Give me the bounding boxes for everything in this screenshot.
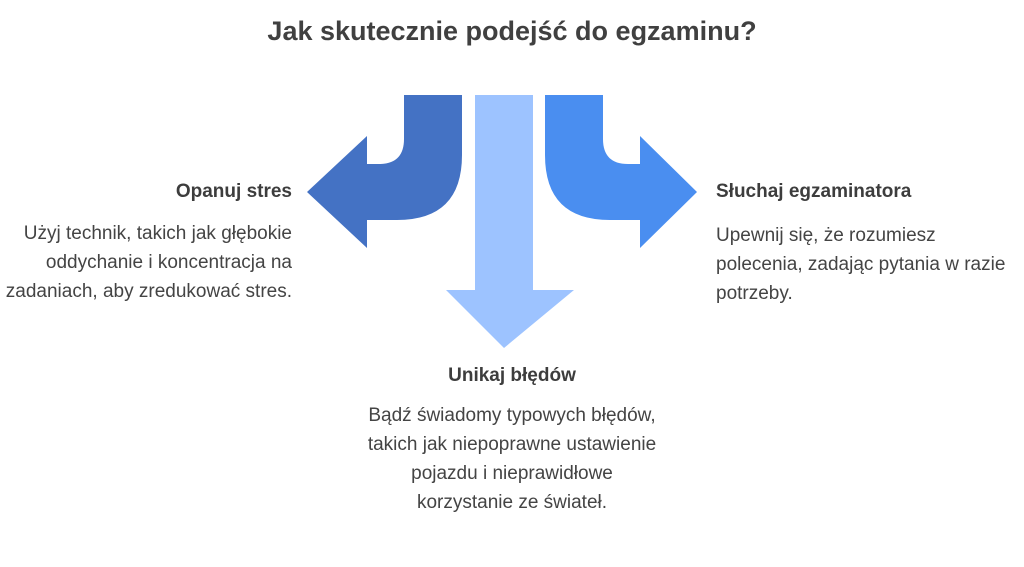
branch-center-description: Bądź świadomy typowych błędów, takich ja…: [367, 405, 657, 513]
branch-center-heading: Unikaj błędów: [448, 365, 576, 386]
center-down-arrow: [446, 95, 574, 348]
diagram-title: Jak skutecznie podejść do egzaminu?: [267, 16, 757, 46]
branch-right-description: Upewnij się, że rozumiesz polecenia, zad…: [716, 225, 1006, 304]
left-curved-arrow: [307, 95, 462, 248]
right-curved-arrow: [545, 95, 697, 248]
branch-right-heading: Słuchaj egzaminatora: [716, 181, 912, 202]
branch-left-description: Użyj technik, takich jak głębokie oddych…: [5, 223, 292, 302]
branch-left-heading: Opanuj stres: [175, 181, 292, 202]
